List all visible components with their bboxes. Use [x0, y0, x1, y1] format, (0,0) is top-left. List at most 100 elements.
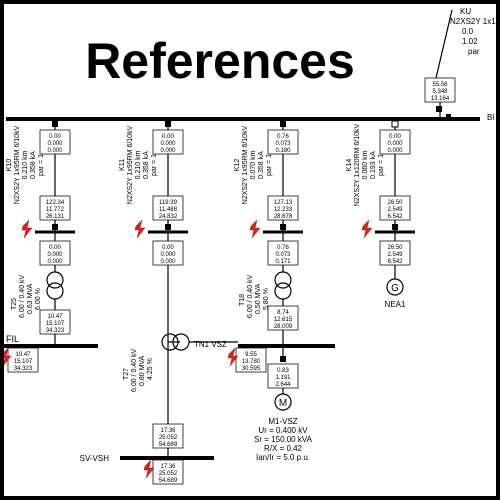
motor-icon: M [274, 393, 292, 411]
incomer-values: 55.58 5.348 13.164 [424, 77, 456, 103]
cable-label-line: 0.070 km [250, 150, 257, 179]
fault-bolt-icon [227, 347, 239, 367]
fault-bolt-icon [143, 459, 155, 479]
fil-label: FIL [6, 334, 19, 344]
motor-label: M1-VSZ Ur = 0.400 kV Sr = 150.00 kVA R/X… [254, 417, 313, 462]
svg-text:26.131: 26.131 [46, 214, 65, 220]
incomer-cable [435, 9, 453, 79]
cable-label-line: 0.060 km [362, 150, 369, 179]
svg-text:2.549: 2.549 [387, 252, 403, 258]
cable-label-line: 0.358 kA [30, 151, 37, 179]
sv-vsh-label: SV-VSH [80, 454, 110, 463]
fault-bolt-icon [361, 219, 373, 239]
svg-text:54.689: 54.689 [159, 442, 178, 448]
feeder-top-values [152, 129, 184, 155]
svg-text:15.107: 15.107 [14, 359, 33, 365]
svg-text:R/X = 0.42: R/X = 0.42 [264, 444, 303, 453]
svg-text:17.36: 17.36 [160, 464, 176, 470]
svg-text:Sr = 150.00 kVA: Sr = 150.00 kVA [254, 435, 313, 444]
svg-text:26.50: 26.50 [387, 200, 403, 206]
svg-text:12.615: 12.615 [274, 317, 293, 323]
incomer-line-1: KU [460, 7, 471, 16]
t27-line-3: 0.80 MVA [139, 355, 146, 386]
fil-values: 10.47 15.107 34.323 [7, 347, 39, 373]
svg-text:0.00: 0.00 [49, 245, 61, 251]
svg-text:M: M [279, 398, 287, 409]
svg-text:6.542: 6.542 [387, 259, 403, 265]
cable-label-line: par = 1 [38, 154, 45, 176]
svg-text:25.052: 25.052 [159, 435, 178, 441]
incomer-node [436, 106, 442, 112]
cable-label-line: par = 1 [151, 154, 158, 176]
feeder-bottom-values [379, 195, 411, 221]
svg-text:119.39: 119.39 [159, 200, 178, 206]
incomer-label: KU N2XS2Y 1x1 0.0 1.02 par [450, 7, 496, 56]
svg-text:5.348: 5.348 [432, 89, 448, 95]
cable-label-line: 0.358 kA [143, 151, 150, 179]
svg-text:Ur = 0.400 kV: Ur = 0.400 kV [258, 426, 308, 435]
svg-text:0.073: 0.073 [275, 252, 291, 258]
svg-text:15.107: 15.107 [46, 321, 65, 327]
cable-label-line: K12 [234, 159, 241, 172]
svg-text:17.36: 17.36 [160, 428, 176, 434]
svg-text:34.323: 34.323 [14, 366, 33, 372]
t18-line-1: T18 [239, 294, 246, 306]
svg-text:0.180: 0.180 [275, 148, 291, 154]
transformer-t25: T25 6.00 / 0.40 kV 0.63 MVA 6.00 % 10.47… [11, 265, 71, 345]
t25-line-3: 0.63 MVA [27, 283, 34, 314]
busbar-label: Bl [487, 113, 494, 122]
t27-line-1: T27 [123, 368, 130, 380]
cable-label-line: N2XS2Y 1x95RM 6/10kV [14, 125, 21, 204]
cable-label-line: 0.210 km [22, 150, 29, 179]
t18-line-3: 0.50 MVA [255, 283, 262, 314]
svg-text:25.052: 25.052 [159, 471, 178, 477]
t25-line-4: 6.00 % [35, 288, 42, 310]
t25-line-1: T25 [11, 298, 18, 310]
svg-text:122.34: 122.34 [46, 200, 65, 206]
cable-label-line: N2XS2Y 1x95RM 6/10kV [127, 125, 134, 204]
svg-text:Ian/Ir = 5.0 p.u.: Ian/Ir = 5.0 p.u. [256, 453, 310, 462]
incomer-line-5: par [468, 47, 480, 56]
svg-text:55.58: 55.58 [432, 82, 448, 88]
generator-icon: G [386, 278, 404, 296]
svg-text:0.000: 0.000 [387, 148, 403, 154]
diagram-panel [4, 4, 496, 496]
feeder-bottom-values [267, 195, 299, 221]
svg-text:0.76: 0.76 [277, 134, 289, 140]
svg-text:0.00: 0.00 [162, 134, 174, 140]
cable-label-line: K11 [119, 159, 126, 171]
generator-label: NEA1 [385, 300, 406, 309]
svg-text:0.000: 0.000 [47, 252, 63, 258]
feeder-after-values [152, 240, 184, 266]
incomer-line-3: 0.0 [462, 27, 474, 36]
svg-text:2.549: 2.549 [387, 207, 403, 213]
svg-text:10.47: 10.47 [47, 314, 63, 320]
svg-text:6.542: 6.542 [387, 214, 403, 220]
t27-line-4: 4.25 % [147, 358, 154, 380]
svg-text:0.00: 0.00 [389, 134, 401, 140]
feeder-top-values [379, 129, 411, 155]
svg-text:30.595: 30.595 [242, 366, 261, 372]
transformer-t18: T18 6.00 / 0.40 kV 0.50 MVA 5.80 % 8.74 … [239, 265, 299, 346]
svg-text:0.00: 0.00 [162, 245, 174, 251]
sv-vsh-upper-values: 17.36 25.052 54.689 [152, 423, 184, 449]
incomer-line-4: 1.02 [462, 37, 478, 46]
svg-text:10.47: 10.47 [15, 352, 31, 358]
transformer-t27: TN1 VSZ T27 6.00 / 0.40 kV 0.80 MVA 4.25… [123, 333, 238, 392]
motor-values: 0.83 1.191 2.644 [267, 363, 299, 389]
sv-vsh-values: 17.36 25.052 54.689 [152, 459, 184, 485]
cable-label-line: 0.193 kA [370, 151, 377, 179]
svg-text:0.00: 0.00 [49, 134, 61, 140]
feeder-bottom-values [39, 195, 71, 221]
t18-line-2: 6.00 / 0.40 kV [247, 274, 254, 318]
cable-label-line: K14 [346, 159, 353, 172]
cable-label-line: N2XS2Y 1x95RM 6/10kV [242, 125, 249, 204]
motor-node [280, 356, 286, 362]
svg-text:28.678: 28.678 [274, 214, 293, 220]
svg-text:0.000: 0.000 [47, 141, 63, 147]
